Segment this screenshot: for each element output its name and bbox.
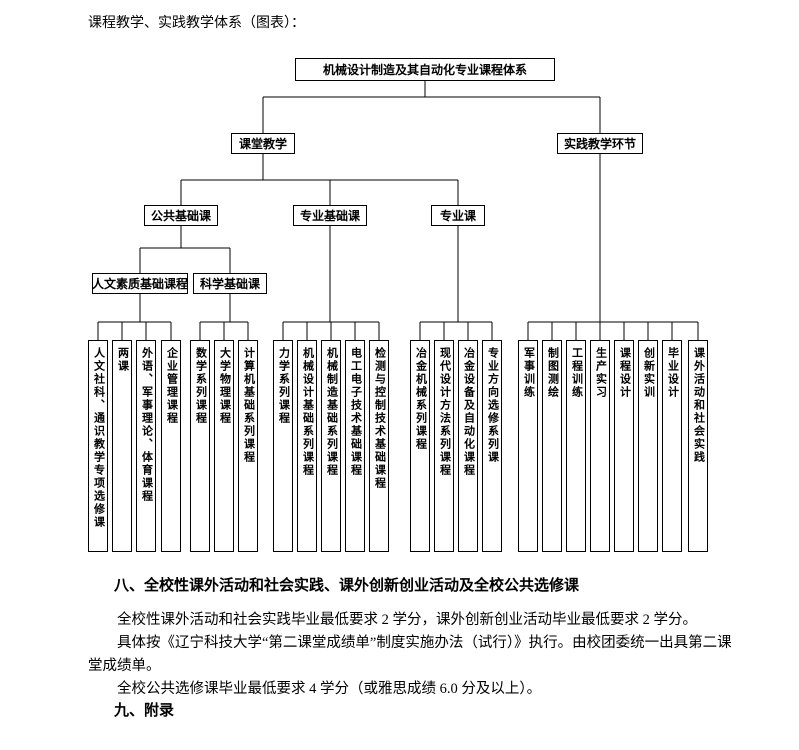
tree-leaf: 两课: [112, 340, 132, 552]
tree-leaf: 冶金设备及自动化课程: [458, 340, 478, 552]
section-9-heading: 九、附录: [114, 703, 175, 719]
tree-leaf: 冶金机械系列课程: [410, 340, 430, 552]
tree-leaf-label: 人文社科、通识教学专项选修课: [92, 347, 105, 529]
tree-leaf: 检测与控制技术基础课程: [369, 340, 389, 552]
tree-leaf-label: 电工电子技术基础课程: [349, 347, 362, 477]
tree-leaf-label: 机械设计基础系列课程: [301, 347, 314, 477]
tree-leaf-label: 两课: [116, 347, 129, 373]
tree-leaf-label: 检测与控制技术基础课程: [373, 347, 386, 490]
section-8-paragraph-2: 具体按《辽宁科技大学“第二课堂成绩单”制度实施办法（试行）》执行。由校团委统一出…: [88, 635, 732, 674]
section-8-paragraph-1: 全校性课外活动和社会实践毕业最低要求 2 学分，课外创新创业活动毕业最低要求 2…: [117, 612, 697, 628]
tree-leaf-label: 机械制造基础系列课程: [325, 347, 338, 477]
tree-leaf: 课外活动和社会实践: [688, 340, 708, 552]
body-text: 八、全校性课外活动和社会实践、课外创新创业活动及全校公共选修课 全校性课外活动和…: [88, 576, 740, 734]
tree-leaf-label: 制图测绘: [546, 347, 559, 399]
tree-leaf: 生产实习: [590, 340, 610, 552]
tree-leaf: 军事训练: [518, 340, 538, 552]
tree-node-humanities-basic-courses: 人文素质基础课程: [92, 273, 188, 294]
tree-node-major-courses: 专业课: [431, 205, 485, 226]
tree-leaf: 毕业设计: [662, 340, 682, 552]
section-8-heading: 八、全校性课外活动和社会实践、课外创新创业活动及全校公共选修课: [114, 578, 580, 594]
tree-leaf-label: 外语、军事理论、体育课程: [140, 347, 153, 503]
tree-node-science-basic-courses: 科学基础课: [193, 273, 267, 294]
tree-leaf-label: 计算机基础系列课程: [242, 347, 255, 464]
tree-node-major-basic-courses: 专业基础课: [293, 205, 367, 226]
tree-leaf-label: 冶金机械系列课程: [414, 347, 427, 451]
tree-leaf: 创新实训: [638, 340, 658, 552]
tree-leaf: 机械设计基础系列课程: [297, 340, 317, 552]
tree-leaf: 人文社科、通识教学专项选修课: [88, 340, 108, 552]
tree-leaf-label: 课程设计: [618, 347, 631, 399]
tree-leaf-label: 创新实训: [642, 347, 655, 399]
tree-leaf: 力学系列课程: [273, 340, 293, 552]
tree-leaf: 专业方向选修系列课: [482, 340, 502, 552]
tree-leaf: 现代设计方法系列课程: [434, 340, 454, 552]
tree-leaf-label: 企业管理课程: [165, 347, 178, 425]
diagram-caption: 课程教学、实践教学体系（图表）：: [88, 16, 305, 31]
tree-node-public-basic-courses: 公共基础课: [144, 205, 218, 226]
tree-node-classroom-teaching: 课堂教学: [231, 133, 295, 154]
tree-node-root: 机械设计制造及其自动化专业课程体系: [295, 58, 555, 81]
tree-leaf: 工程训练: [566, 340, 586, 552]
section-8-paragraph-3: 全校公共选修课毕业最低要求 4 学分（或雅思成绩 6.0 分及以上）。: [117, 681, 542, 697]
tree-leaf: 机械制造基础系列课程: [321, 340, 341, 552]
tree-leaf-label: 数学系列课程: [194, 347, 207, 425]
tree-leaf-label: 生产实习: [594, 347, 607, 399]
tree-leaf-label: 大学物理课程: [218, 347, 231, 425]
tree-leaf: 企业管理课程: [161, 340, 181, 552]
tree-leaf: 外语、军事理论、体育课程: [136, 340, 156, 552]
tree-leaf-label: 力学系列课程: [277, 347, 290, 425]
tree-leaf: 电工电子技术基础课程: [345, 340, 365, 552]
tree-leaf-label: 工程训练: [570, 347, 583, 399]
tree-leaf: 计算机基础系列课程: [238, 340, 258, 552]
tree-node-practice-teaching: 实践教学环节: [557, 133, 643, 154]
tree-leaf: 数学系列课程: [190, 340, 210, 552]
tree-leaf: 制图测绘: [542, 340, 562, 552]
tree-leaf-label: 毕业设计: [666, 347, 679, 399]
tree-leaf-label: 专业方向选修系列课: [486, 347, 499, 464]
tree-leaf-label: 冶金设备及自动化课程: [462, 347, 475, 477]
tree-leaf: 课程设计: [614, 340, 634, 552]
tree-connector-lines: [97, 81, 699, 340]
tree-leaf-label: 现代设计方法系列课程: [438, 347, 451, 477]
tree-leaf-label: 课外活动和社会实践: [692, 347, 705, 464]
tree-leaf-label: 军事训练: [522, 347, 535, 399]
tree-leaf: 大学物理课程: [214, 340, 234, 552]
